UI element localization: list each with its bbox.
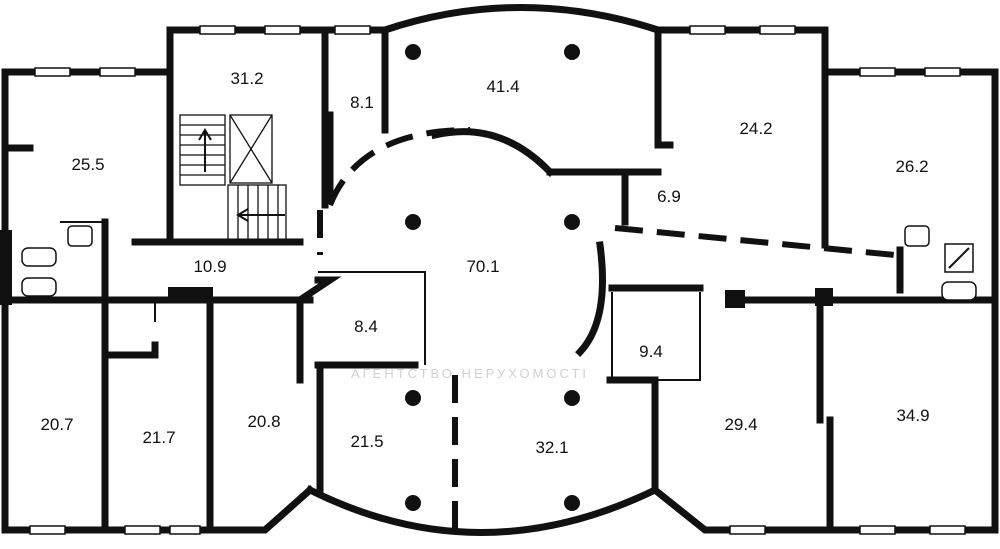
room-area-label: 20.7 <box>40 415 73 434</box>
sanitary-fixtures <box>21 225 977 301</box>
room-area-label: 24.2 <box>739 119 772 138</box>
room-area-label: 41.4 <box>486 77 519 96</box>
room-area-label: 34.9 <box>896 406 929 425</box>
columns <box>405 44 580 511</box>
room-area-label: 21.7 <box>142 428 175 447</box>
toilet-icon <box>21 247 57 267</box>
room-area-label: 6.9 <box>657 187 681 206</box>
room-area-label: 20.8 <box>247 412 280 431</box>
staircase <box>179 114 287 241</box>
inner-walls <box>0 26 999 534</box>
room-area-label: 21.5 <box>350 432 383 451</box>
room-labels: 25.5 31.2 8.1 41.4 24.2 26.2 6.9 10.9 70… <box>40 69 929 457</box>
room-area-label: 31.2 <box>230 69 263 88</box>
room-area-label: 10.9 <box>193 257 226 276</box>
toilet-icon <box>941 281 977 301</box>
room-area-label: 8.4 <box>354 317 378 336</box>
watermark: АГЕНТСТВО НЕРУХОМОСТІ <box>351 366 589 381</box>
room-area-label: 8.1 <box>350 93 374 112</box>
room-area-label: 25.5 <box>71 155 104 174</box>
room-area-label: 9.4 <box>639 342 663 361</box>
stair-arrow-left-icon <box>236 208 285 222</box>
room-area-label: 70.1 <box>466 257 499 276</box>
room-area-label: 32.1 <box>535 438 568 457</box>
windows <box>29 25 966 535</box>
sink-icon <box>904 225 930 247</box>
sink-icon <box>67 225 93 247</box>
toilet-icon <box>21 277 57 297</box>
stair-arrow-up-icon <box>198 128 212 172</box>
room-area-label: 26.2 <box>895 157 928 176</box>
room-area-label: 29.4 <box>724 415 757 434</box>
